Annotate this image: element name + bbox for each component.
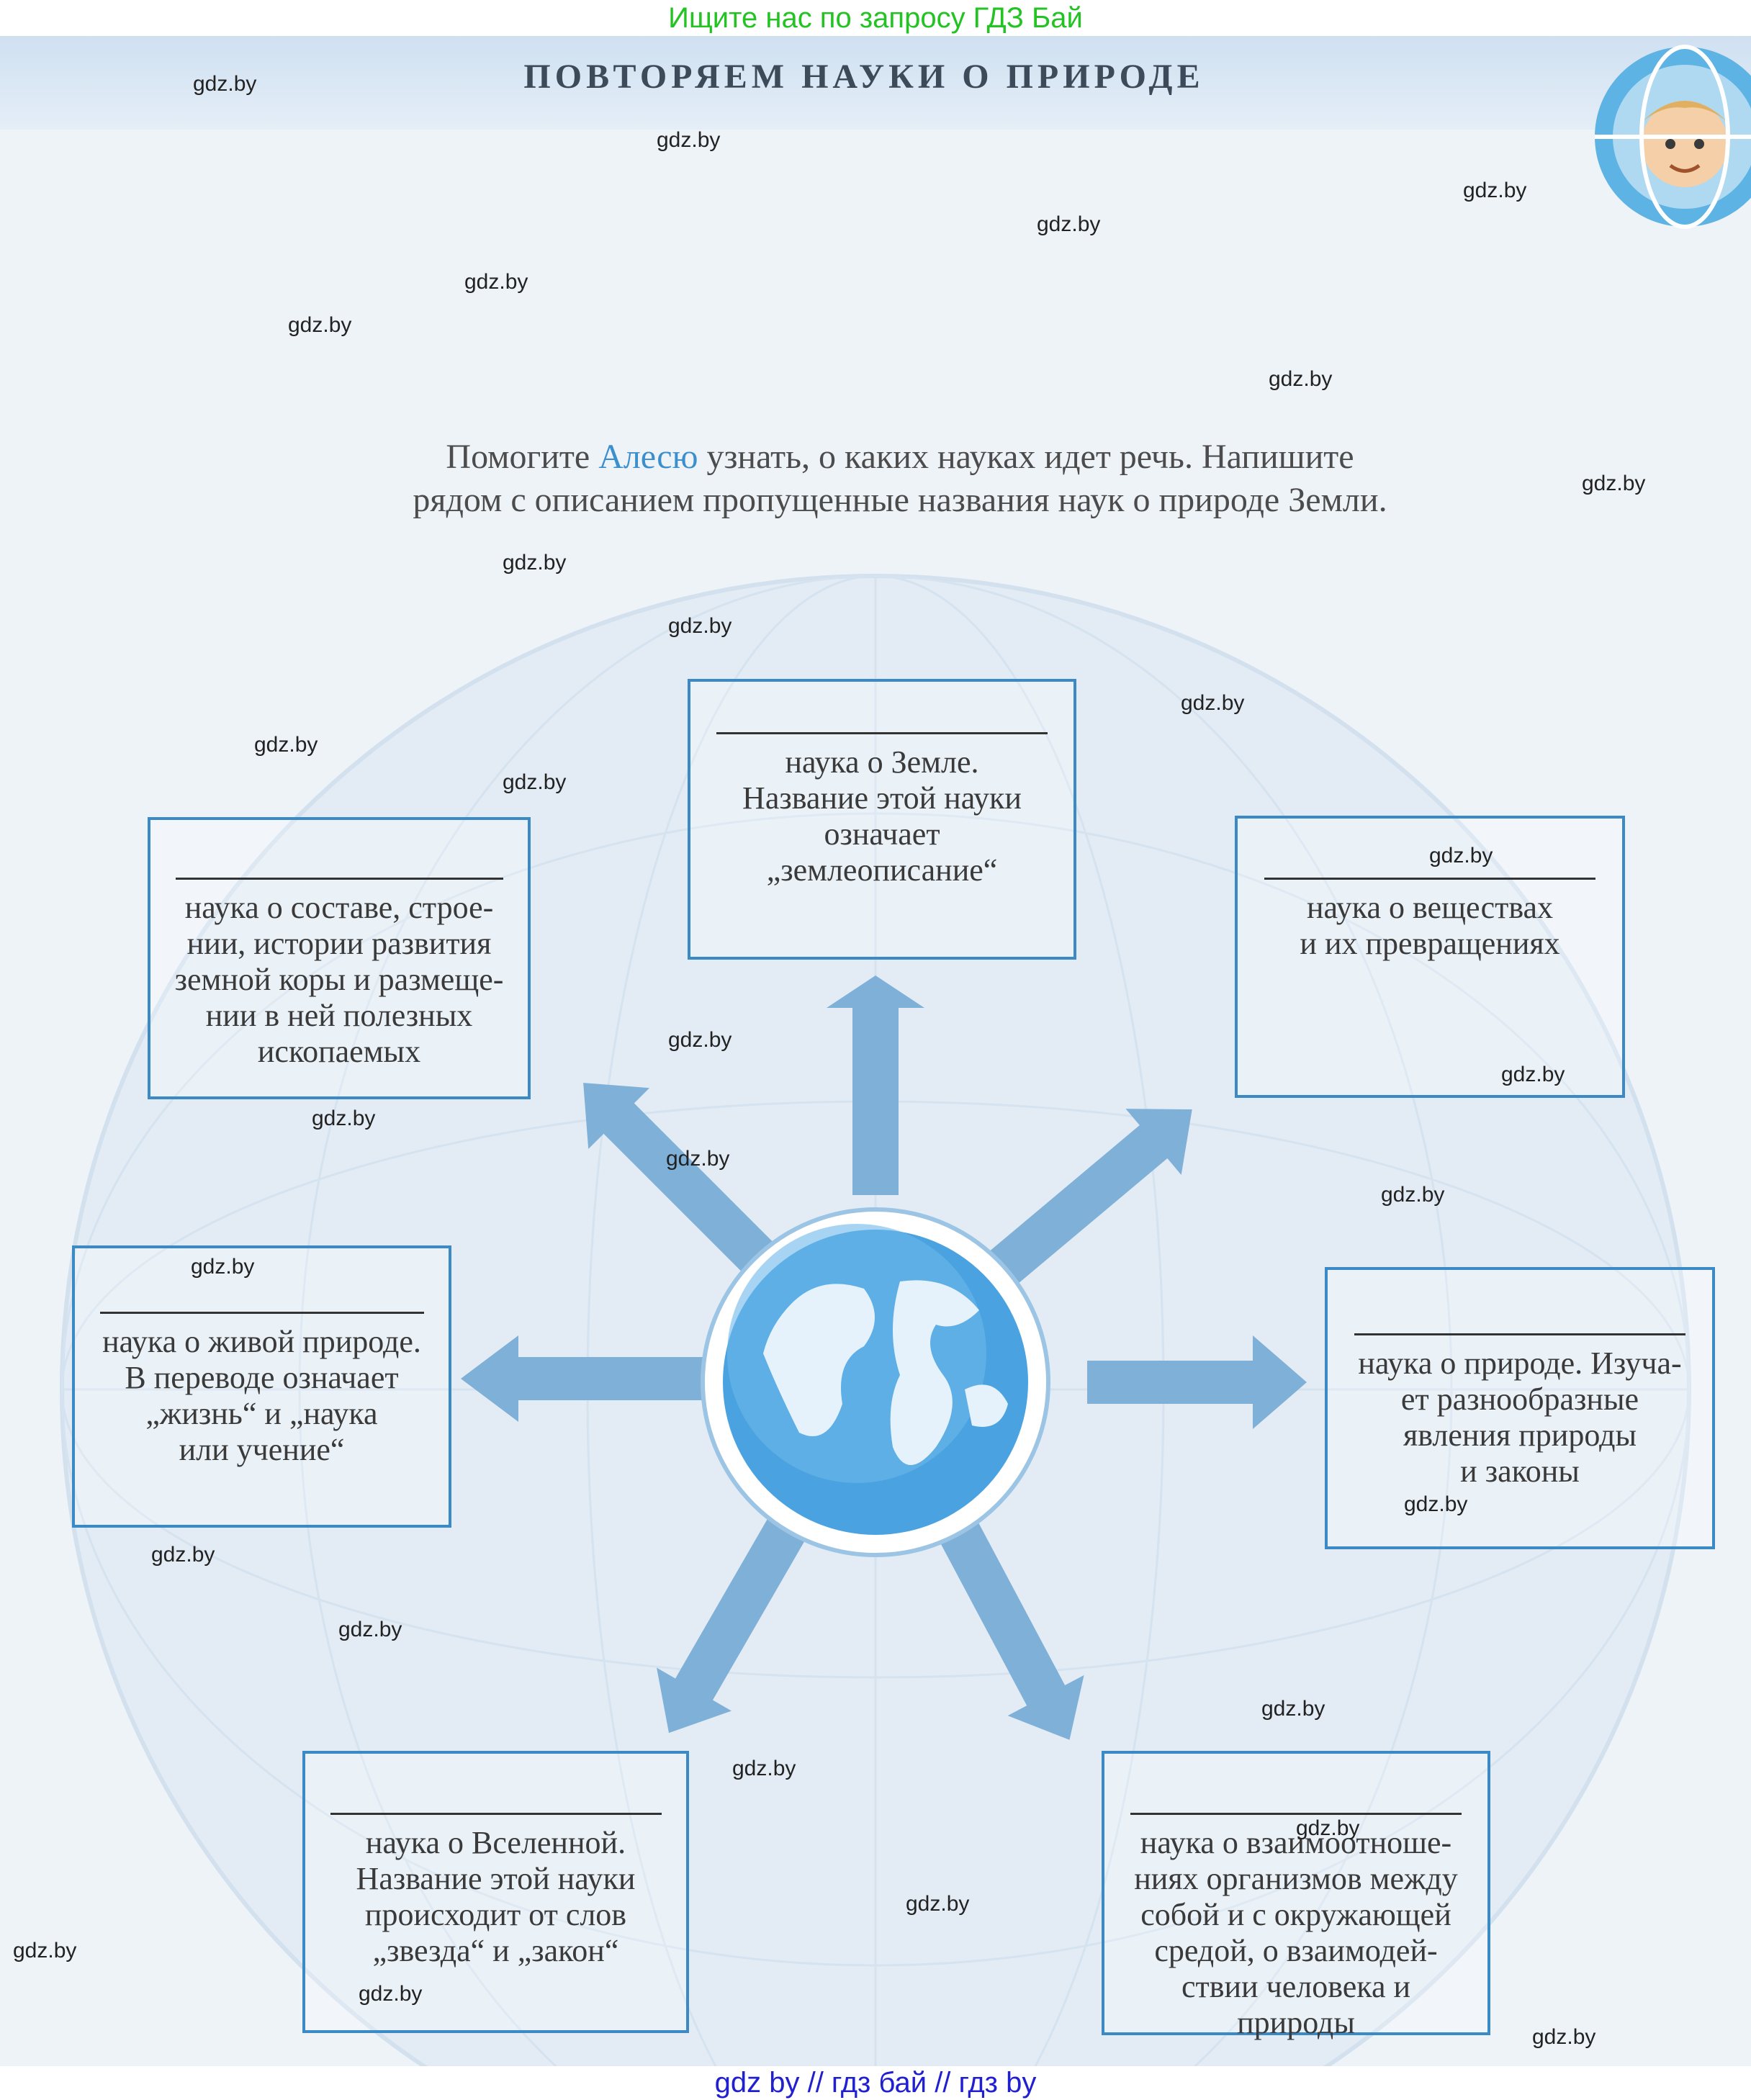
answer-blank[interactable] — [330, 1813, 662, 1815]
box-line: средой, о взаимодей- — [1154, 1933, 1438, 1968]
box-line: В переводе означает — [125, 1360, 399, 1395]
watermark: gdz.by — [338, 1618, 402, 1641]
box-line: происходит от слов — [364, 1897, 627, 1932]
arrow-right-icon — [1087, 1335, 1307, 1429]
box-line: „звезда“ и „закон“ — [372, 1933, 619, 1968]
answer-blank[interactable] — [175, 878, 503, 880]
box-line: наука о веществах — [1306, 890, 1554, 925]
instruction-text: рядом с описанием пропущенные названия н… — [413, 481, 1387, 519]
mascot-boy-icon — [1595, 45, 1751, 229]
bottom-banner: gdz by // гдз бай // гдз by — [0, 2066, 1751, 2100]
earth-globe-icon — [701, 1207, 1050, 1557]
task-instruction: Помогите Алесю узнать, о каких науках ид… — [288, 436, 1512, 529]
watermark: gdz.by — [666, 1147, 730, 1171]
box-line: „жизнь“ и „наука — [145, 1396, 378, 1431]
watermark: gdz.by — [359, 1982, 423, 2006]
box-description: наука о взаимоотноше-ниях организмов меж… — [1104, 1825, 1487, 2041]
box-description: наука о составе, строе-нии, истории разв… — [150, 890, 528, 1070]
page-title: ПОВТОРЯЕМ НАУКИ О ПРИРОДЕ — [523, 58, 1205, 96]
box-line: и законы — [1460, 1454, 1580, 1489]
box-line: „землеописание“ — [766, 852, 998, 888]
box-biology: наука о живой природе.В переводе означае… — [72, 1245, 451, 1528]
watermark: gdz.by — [151, 1543, 215, 1567]
answer-blank[interactable] — [1264, 878, 1595, 880]
watermark: gdz.by — [1404, 1492, 1468, 1516]
box-line: наука о природе. Изуча- — [1358, 1346, 1682, 1381]
watermark: gdz.by — [1429, 844, 1493, 868]
watermark: gdz.by — [1269, 367, 1333, 391]
watermark: gdz.by — [503, 770, 567, 794]
top-banner: Ищите нас по запросу ГДЗ Бай — [668, 2, 1083, 34]
box-line: наука о Вселенной. — [365, 1825, 626, 1860]
box-line: Название этой науки — [356, 1861, 636, 1896]
mascot-name: Алесю — [598, 438, 698, 476]
box-line: ископаемых — [257, 1034, 421, 1069]
watermark: gdz.by — [1381, 1183, 1445, 1207]
box-line: или учение“ — [179, 1432, 345, 1467]
box-line: наука о составе, строе- — [184, 890, 494, 925]
watermark: gdz.by — [1582, 472, 1646, 495]
watermark: gdz.by — [1037, 212, 1101, 236]
box-line: нии, истории развития — [186, 926, 492, 961]
watermark: gdz.by — [254, 733, 318, 757]
arrow-up-icon — [827, 975, 924, 1195]
answer-blank[interactable] — [99, 1312, 424, 1314]
watermark: gdz.by — [191, 1255, 255, 1279]
instruction-text: Помогите — [446, 438, 599, 476]
box-line: явления природы — [1403, 1418, 1637, 1453]
answer-blank[interactable] — [1130, 1813, 1462, 1815]
watermark: gdz.by — [1463, 179, 1527, 202]
watermark: gdz.by — [1261, 1697, 1325, 1721]
instruction-text: узнать, о каких науках идет речь. Напиши… — [698, 438, 1354, 476]
answer-blank[interactable] — [1354, 1333, 1685, 1335]
watermark: gdz.by — [657, 128, 721, 152]
box-line: собой и с окружающей — [1140, 1897, 1451, 1932]
watermark: gdz.by — [13, 1939, 77, 1962]
box-description: наука о живой природе.В переводе означае… — [75, 1324, 449, 1468]
box-line: Название этой науки — [742, 780, 1022, 816]
watermark: gdz.by — [503, 551, 567, 574]
watermark: gdz.by — [312, 1107, 376, 1130]
box-line: нии в ней полезных — [205, 998, 473, 1033]
workbook-page: ПОВТОРЯЕМ НАУКИ О ПРИРОДЕ Помогите Алесю… — [0, 36, 1751, 2066]
watermark: gdz.by — [193, 72, 257, 96]
watermark: gdz.by — [732, 1757, 796, 1780]
box-line: и их превращениях — [1300, 926, 1560, 961]
box-line: наука о живой природе. — [102, 1324, 421, 1359]
watermark: gdz.by — [668, 614, 732, 638]
arrows-diagram — [461, 975, 1307, 1740]
watermark: gdz.by — [906, 1892, 970, 1916]
box-line: означает — [824, 816, 940, 852]
watermark: gdz.by — [1532, 2025, 1596, 2049]
box-line: наука о Земле. — [785, 744, 979, 780]
arrow-left-icon — [461, 1335, 709, 1422]
answer-blank[interactable] — [716, 732, 1048, 734]
box-line: ет разнообразные — [1400, 1382, 1639, 1417]
box-line: наука о взаимоотноше- — [1140, 1825, 1452, 1860]
watermark: gdz.by — [668, 1028, 732, 1052]
watermark: gdz.by — [1501, 1063, 1565, 1086]
box-ecology: наука о взаимоотноше-ниях организмов меж… — [1102, 1751, 1490, 2040]
watermark: gdz.by — [288, 313, 352, 337]
header-band — [0, 36, 1751, 130]
box-geology: наука о составе, строе-нии, истории разв… — [148, 817, 531, 1099]
box-line: ствии человека и природы — [1181, 1969, 1411, 2040]
watermark: gdz.by — [1296, 1816, 1360, 1840]
watermark: gdz.by — [1181, 691, 1245, 715]
box-line: ниях организмов между — [1134, 1861, 1458, 1896]
box-line: земной коры и размеще- — [174, 962, 504, 997]
watermark: gdz.by — [464, 270, 528, 294]
